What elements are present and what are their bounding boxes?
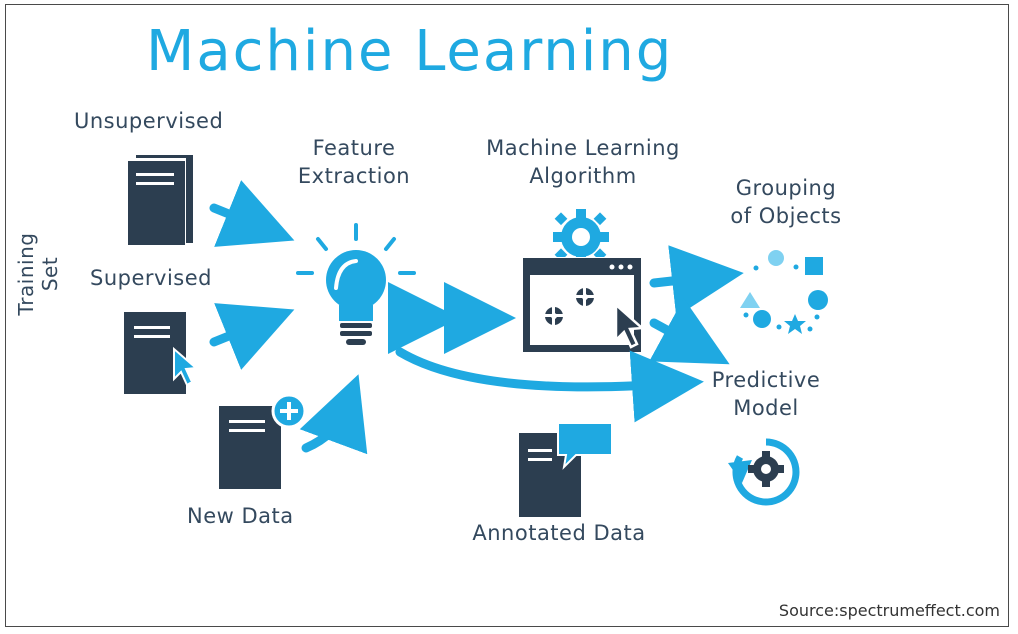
supervised-label: Supervised bbox=[90, 266, 212, 290]
grouping-line-1: Grouping bbox=[735, 176, 837, 200]
training-set-label: Training Set bbox=[14, 232, 62, 316]
diagram-canvas bbox=[124, 155, 828, 517]
new-data-label: New Data bbox=[187, 504, 294, 528]
unsupervised-label: Unsupervised bbox=[74, 109, 224, 133]
source-credit: Source:spectrumeffect.com bbox=[778, 601, 1000, 620]
annotated-data-label: Annotated Data bbox=[472, 521, 646, 545]
diagram-frame: Machine Learning Training Set Unsupervis… bbox=[5, 4, 1009, 627]
cursor-icon bbox=[173, 346, 199, 387]
ml-algorithm-label: Machine Learning Algorithm bbox=[468, 134, 698, 190]
predictive-model-icon bbox=[728, 438, 800, 506]
feature-extraction-line-1: Feature bbox=[312, 136, 396, 160]
unsupervised-documents-icon bbox=[126, 155, 193, 246]
page-title: Machine Learning bbox=[146, 19, 674, 84]
input-arrows bbox=[209, 180, 368, 455]
supervised-document-icon bbox=[124, 312, 199, 394]
feature-extraction-line-2: Extraction bbox=[297, 164, 411, 188]
grouping-objects-icon bbox=[740, 250, 828, 334]
grouping-label: Grouping of Objects bbox=[706, 174, 866, 230]
grouping-line-2: of Objects bbox=[730, 204, 842, 228]
algorithm-window-icon bbox=[523, 258, 646, 352]
ml-algorithm-line-1: Machine Learning bbox=[486, 136, 680, 160]
pointer-icon bbox=[614, 302, 646, 349]
output-arrows bbox=[395, 245, 744, 423]
feature-extraction-label: Feature Extraction bbox=[284, 134, 424, 190]
predictive-model-label: Predictive Model bbox=[686, 366, 846, 422]
lightbulb-icon bbox=[296, 223, 416, 345]
new-data-document-icon bbox=[219, 393, 307, 489]
annotated-data-icon bbox=[519, 422, 613, 517]
ml-algorithm-line-2: Algorithm bbox=[529, 164, 637, 188]
predictive-line-2: Model bbox=[733, 396, 799, 420]
predictive-line-1: Predictive bbox=[711, 368, 821, 392]
